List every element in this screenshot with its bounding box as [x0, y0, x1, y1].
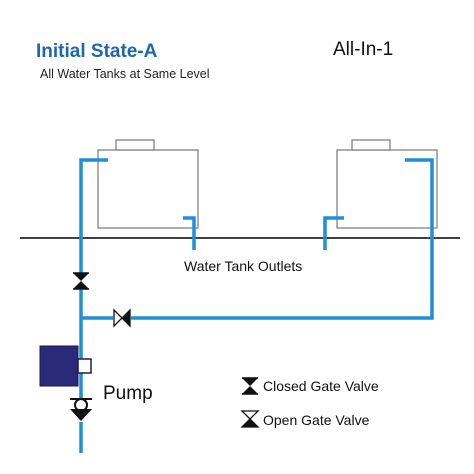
- check-valve-icon: [69, 398, 93, 422]
- pump-body: [39, 345, 79, 387]
- legend-open-valve-icon: [240, 410, 260, 428]
- left-tank-lid: [115, 139, 155, 151]
- legend: Closed Gate Valve Open Gate Valve: [240, 377, 379, 428]
- pump-outlet: [77, 358, 92, 374]
- right-tank-outlet-pipe: [323, 216, 344, 250]
- legend-open-valve-label: Open Gate Valve: [263, 412, 370, 428]
- open-gate-valve[interactable]: [113, 308, 131, 328]
- pump[interactable]: [39, 345, 92, 387]
- main-riser-pipe: [79, 158, 108, 453]
- corner-label: All-In-1: [333, 39, 393, 60]
- pump-label: Pump: [103, 383, 153, 404]
- diagram-title: Initial State-A: [36, 41, 158, 62]
- left-tank-outlet-pipe: [183, 216, 196, 250]
- right-tank: [336, 139, 438, 229]
- pipe-network: [79, 158, 434, 453]
- closed-gate-valve[interactable]: [73, 272, 89, 290]
- legend-closed-valve-label: Closed Gate Valve: [263, 378, 379, 394]
- right-tank-body: [336, 149, 438, 229]
- right-tank-lid: [351, 139, 391, 151]
- legend-closed-valve-icon: [242, 377, 258, 395]
- left-tank: [97, 139, 199, 229]
- outlets-label: Water Tank Outlets: [184, 258, 302, 274]
- left-tank-body: [97, 149, 199, 229]
- branch-pipe-right-tank: [81, 158, 434, 320]
- diagram-subtitle: All Water Tanks at Same Level: [40, 67, 210, 81]
